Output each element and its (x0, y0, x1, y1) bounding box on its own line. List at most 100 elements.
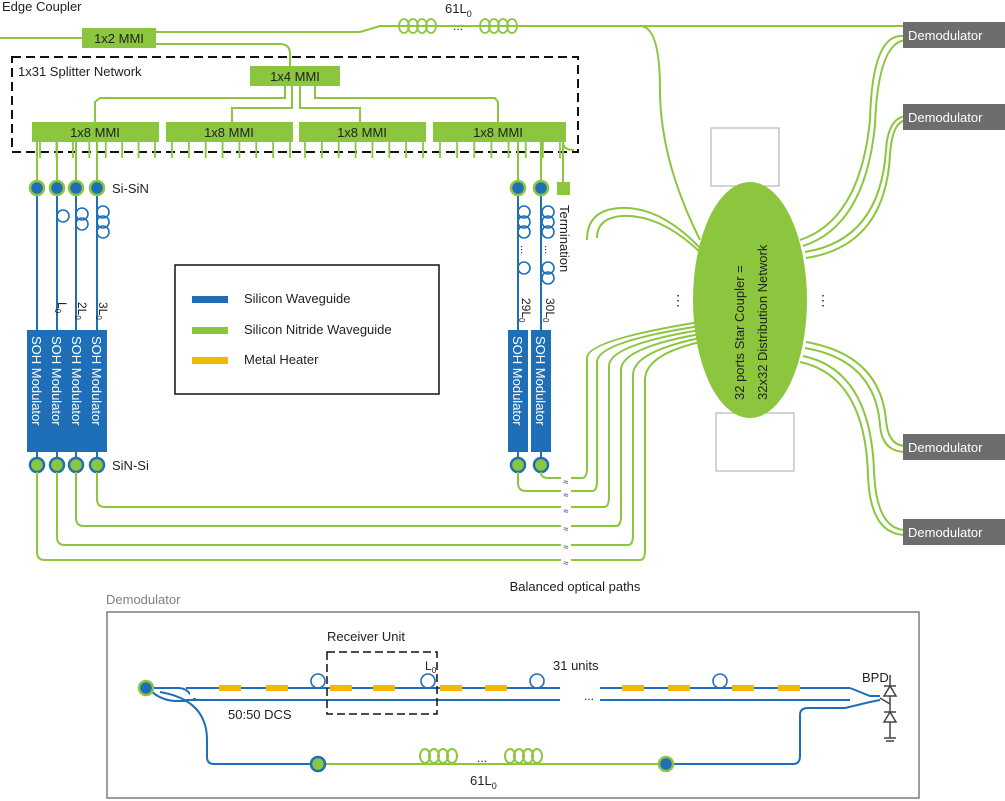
demod-delay-label: 61L0 (470, 773, 497, 791)
star-coupler-pad-top (710, 127, 780, 187)
mmi-1x8-b-label: 1x8 MMI (204, 125, 254, 140)
delay-label-30l0: 30L0 (541, 298, 557, 323)
dcs-label: 50:50 DCS (228, 707, 292, 722)
legend-label-nitride: Silicon Nitride Waveguide (244, 322, 392, 337)
splitter-network-box (11, 56, 579, 153)
mmi-1x2-label: 1x2 MMI (94, 31, 144, 46)
left-modulators: SOH Modulator SOH Modulator SOH Modulato… (27, 330, 107, 452)
demod-ellipsis-gap (560, 683, 600, 705)
bpd-label: BPD (862, 670, 889, 685)
receiver-unit-box (326, 651, 438, 715)
path-break-mark: ≈ (564, 490, 569, 500)
demod-heaters (219, 685, 800, 691)
path-break-marks: ≈≈≈≈≈≈ (561, 476, 571, 568)
soh-modulator-1 (27, 330, 47, 452)
delay-coils-top (398, 18, 518, 34)
delay-label-l0: L0 (53, 302, 69, 314)
demodulator-2-label: Demodulator (908, 110, 983, 125)
demod-rings (310, 673, 728, 689)
left-si-sin-couplers (28, 179, 106, 474)
right-silicon-tails (517, 452, 542, 458)
star-coupler-pad-bottom (715, 412, 795, 472)
legend-swatch-silicon (192, 296, 228, 303)
demod-delay-ellipsis: ... (477, 751, 487, 765)
soh-modulator-4-label: SOH Modulator (89, 336, 104, 426)
mmi-1x8-row: 1x8 MMI 1x8 MMI 1x8 MMI 1x8 MMI (32, 122, 566, 142)
mmi-1x8-c (299, 122, 426, 142)
mmi-output-stubs (39, 142, 561, 158)
soh-modulator-3-label: SOH Modulator (69, 336, 84, 426)
balanced-routing (36, 141, 701, 561)
delay-top-ellipsis: ... (453, 19, 463, 33)
path-break-gap (561, 505, 571, 515)
star-output-lines (799, 35, 907, 536)
edge-coupler-label: Edge Coupler (2, 0, 82, 14)
star-coupler (693, 182, 807, 418)
path-break-gap (561, 476, 571, 486)
demod-detail-title: Demodulator (106, 592, 181, 607)
legend-swatch-heater (192, 357, 228, 364)
mmi-1x4 (250, 66, 340, 86)
receiver-unit-label: Receiver Unit (327, 629, 405, 644)
right-modulators: SOH Modulator SOH Modulator (508, 330, 551, 452)
right-loop-ellipsis-2: ... (542, 245, 554, 254)
right-couplers (509, 179, 550, 474)
soh-modulator-30-label: SOH Modulator (533, 336, 548, 426)
right-delay-loops (517, 205, 555, 285)
si-sin-label: Si-SiN (112, 181, 149, 196)
path-break-mark: ≈ (564, 558, 569, 568)
left-delay-loops (56, 205, 110, 239)
termination-label: Termination (557, 205, 572, 272)
demodulator-blocks: Demodulator Demodulator Demodulator Demo… (903, 22, 1005, 545)
mmi-1x8-d-label: 1x8 MMI (473, 125, 523, 140)
path-break-mark: ≈ (564, 506, 569, 516)
soh-modulator-29-label: SOH Modulator (510, 336, 525, 426)
soh-modulator-2 (47, 330, 67, 452)
left-delay-labels: L0 2L0 3L0 (53, 302, 110, 320)
demod-chain-ellipsis: ... (584, 689, 594, 703)
right-nitride-feeds (517, 142, 564, 182)
balanced-paths-label: Balanced optical paths (510, 579, 641, 594)
mmi-1x8-a (32, 122, 159, 142)
legend-label-heater: Metal Heater (244, 352, 319, 367)
delay-label-3l0: 3L0 (94, 302, 110, 320)
soh-modulator-2-label: SOH Modulator (49, 336, 64, 426)
legend: Silicon Waveguide Silicon Nitride Wavegu… (174, 264, 440, 395)
left-nitride-feeds (36, 142, 98, 180)
delay-label-2l0: 2L0 (73, 302, 89, 320)
demod-silicon-waveguides (146, 687, 881, 765)
path-break-gap (561, 541, 571, 551)
receiver-unit-l0: L0 (425, 659, 437, 675)
path-break-mark: ≈ (564, 542, 569, 552)
left-silicon-tails (36, 452, 98, 458)
star-output-vdots: ⋮ (816, 292, 830, 308)
path-break-gap (561, 489, 571, 499)
right-delay-labels: 29L0 30L0 (517, 298, 557, 323)
soh-modulator-4 (87, 330, 107, 452)
soh-modulator-30 (531, 330, 551, 452)
soh-modulator-3 (67, 330, 87, 452)
demod-detail-panel (106, 611, 920, 799)
right-loop-ellipsis-1: ... (518, 245, 530, 254)
demodulator-3-label: Demodulator (908, 440, 983, 455)
demodulator-2 (903, 104, 1005, 130)
star-coupler-label-1: 32 ports Star Coupler = (732, 265, 747, 400)
mmi-1x8-a-label: 1x8 MMI (70, 125, 120, 140)
left-silicon-waveguides (36, 195, 98, 330)
mmi-1x2 (82, 28, 156, 48)
splitter-network-label: 1x31 Splitter Network (18, 64, 142, 79)
mmi-1x8-b (166, 122, 293, 142)
star-input-vdots: ⋮ (671, 292, 685, 308)
legend-swatch-nitride (192, 327, 228, 334)
mmi-1x4-label: 1x4 MMI (270, 69, 320, 84)
demodulator-3 (903, 434, 1005, 460)
units-label: 31 units (553, 658, 599, 673)
mmi-1x8-d (433, 122, 566, 142)
path-break-mark: ≈ (564, 477, 569, 487)
star-coupler-label-2: 32x32 Distribution Network (755, 244, 770, 400)
delay-top-label: 61L0 (445, 1, 472, 19)
mmi-1x8-c-label: 1x8 MMI (337, 125, 387, 140)
bpd-symbol (879, 675, 898, 742)
